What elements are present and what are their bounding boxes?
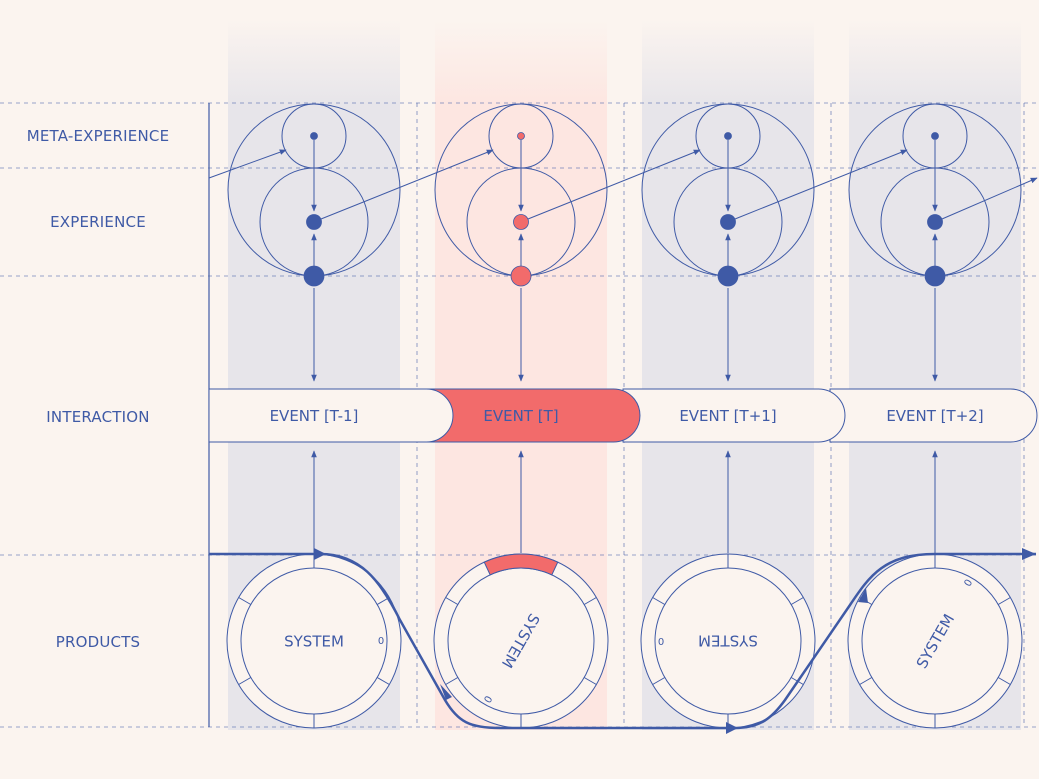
meta-experience-dot	[931, 132, 939, 140]
system-tick	[790, 597, 804, 605]
meta-experience-dot	[724, 132, 732, 140]
system-tick	[583, 677, 597, 685]
system-rotated-group: 0 SYSTEM	[238, 554, 390, 728]
system-tick	[652, 677, 666, 685]
row-label-interaction: INTERACTION	[46, 408, 150, 426]
experience-dot	[927, 214, 943, 230]
system-tick	[445, 597, 459, 605]
flow-end-arrowhead	[1022, 548, 1036, 560]
experience-dot	[306, 214, 322, 230]
system-tick	[520, 714, 522, 728]
event-label: EVENT [T]	[483, 407, 558, 425]
meta-experience-dot	[310, 132, 318, 140]
system-tick	[445, 677, 459, 685]
row-label-products: PRODUCTS	[55, 633, 141, 651]
system-tick	[934, 714, 936, 728]
event-bar	[622, 388, 846, 443]
experience-to-meta-arrow	[941, 177, 1038, 220]
flow-arrowhead	[858, 588, 868, 603]
system-tick	[652, 597, 666, 605]
row-label-meta-experience: META-EXPERIENCE	[26, 127, 170, 145]
system-dial: 0 SYSTEM	[226, 553, 402, 729]
system-label: SYSTEM	[698, 632, 758, 650]
system-zero-mark: 0	[378, 636, 384, 647]
experience-to-meta-arrow	[320, 149, 494, 220]
system-zero-mark: 0	[658, 635, 664, 646]
system-tick	[238, 597, 252, 605]
product-flow-line	[209, 552, 1036, 730]
flow-arrowhead	[314, 548, 326, 560]
interaction-node	[717, 265, 739, 287]
flow-arrowhead	[726, 722, 738, 734]
system-zero-mark: 0	[963, 578, 976, 589]
system-tick	[583, 597, 597, 605]
incoming-meta-arrow	[208, 149, 287, 179]
system-tick	[997, 597, 1011, 605]
system-dial: 0 SYSTEM	[640, 553, 816, 729]
event-label: EVENT [T-1]	[270, 407, 359, 425]
experience-dot	[513, 214, 529, 230]
meta-experience-dot	[517, 132, 525, 140]
experience-dot	[720, 214, 736, 230]
system-tick	[934, 554, 936, 568]
system-tick	[997, 677, 1011, 685]
event-bar	[829, 388, 1038, 443]
event-bar	[208, 388, 454, 443]
system-label: SYSTEM	[284, 633, 344, 651]
system-tick	[376, 677, 390, 685]
experience-to-meta-arrow	[734, 149, 908, 220]
system-rotated-group: 0 SYSTEM	[652, 554, 804, 728]
experience-to-meta-arrow	[527, 149, 701, 220]
interaction-node	[510, 265, 532, 287]
event-bar	[415, 388, 641, 443]
system-tick	[238, 677, 252, 685]
system-zero-mark: 0	[481, 693, 494, 704]
system-tick	[859, 677, 873, 685]
event-label: EVENT [T+1]	[679, 407, 776, 425]
flow-arrowhead	[440, 684, 452, 700]
row-label-experience: EXPERIENCE	[50, 213, 146, 231]
active-system-arc	[483, 553, 559, 576]
event-label: EVENT [T+2]	[886, 407, 983, 425]
interaction-node	[303, 265, 325, 287]
interaction-node	[924, 265, 946, 287]
